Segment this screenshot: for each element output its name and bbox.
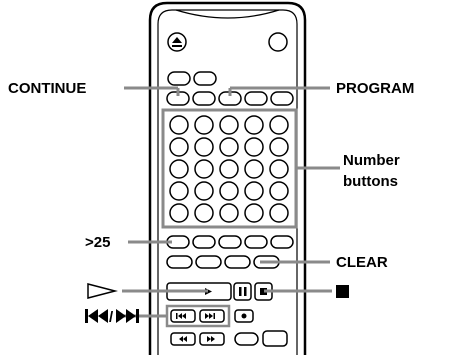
rewind-icon: [179, 336, 187, 342]
number-button[interactable]: [269, 137, 289, 157]
previous-track-icon: [176, 313, 186, 319]
number-button[interactable]: [169, 181, 189, 201]
number-button[interactable]: [169, 115, 189, 135]
number-button[interactable]: [169, 159, 189, 179]
number-button[interactable]: [244, 159, 264, 179]
number-button[interactable]: [244, 115, 264, 135]
fast-forward-button[interactable]: [199, 332, 225, 346]
pause-icon: [239, 287, 247, 296]
row3-button-2[interactable]: [195, 255, 222, 269]
next-track-icon: [205, 313, 215, 319]
remote-body: [148, 1, 307, 355]
row2-button-4[interactable]: [244, 235, 268, 249]
fast-forward-icon: [207, 336, 215, 342]
over25-label: >25: [85, 234, 110, 251]
power-button[interactable]: [268, 32, 288, 52]
small-button-1[interactable]: [167, 71, 191, 86]
clear-label: CLEAR: [336, 254, 388, 271]
row2-button-2[interactable]: [192, 235, 216, 249]
number-button[interactable]: [244, 137, 264, 157]
program-label: PROGRAM: [336, 80, 414, 97]
callout-lines: [122, 86, 340, 318]
number-button[interactable]: [269, 159, 289, 179]
row2-button-5[interactable]: [270, 235, 294, 249]
row-button-4[interactable]: [244, 91, 268, 106]
play-icon: [87, 283, 118, 299]
number-button[interactable]: [244, 181, 264, 201]
number-button[interactable]: [219, 181, 239, 201]
record-button[interactable]: [234, 309, 254, 323]
number-button[interactable]: [219, 137, 239, 157]
number-button[interactable]: [219, 159, 239, 179]
number-button[interactable]: [194, 137, 214, 157]
number-button[interactable]: [194, 159, 214, 179]
continue-label: CONTINUE: [8, 80, 86, 97]
number-button[interactable]: [219, 203, 239, 223]
number-button[interactable]: [219, 115, 239, 135]
number-button[interactable]: [169, 137, 189, 157]
row-button-2[interactable]: [192, 91, 216, 106]
rewind-button[interactable]: [170, 332, 196, 346]
row-button-5[interactable]: [270, 91, 294, 106]
number-button[interactable]: [194, 181, 214, 201]
number-buttons-label-line2: buttons: [343, 173, 398, 190]
next-track-button[interactable]: [199, 309, 225, 323]
bottom-button-3[interactable]: [234, 332, 259, 346]
number-button[interactable]: [269, 181, 289, 201]
pause-button[interactable]: [233, 282, 252, 301]
eject-icon: [172, 37, 182, 47]
eject-button[interactable]: [167, 32, 187, 52]
number-buttons-label-line1: Number: [343, 152, 400, 169]
bottom-button-4[interactable]: [262, 330, 288, 347]
stop-icon: [260, 288, 267, 295]
number-button[interactable]: [169, 203, 189, 223]
previous-track-button[interactable]: [170, 309, 196, 323]
row2-button-3[interactable]: [218, 235, 242, 249]
record-icon: [241, 313, 247, 319]
row3-button-3[interactable]: [224, 255, 251, 269]
number-button[interactable]: [244, 203, 264, 223]
row3-button-1[interactable]: [166, 255, 193, 269]
skip-back-forward-icon: /: [85, 309, 139, 326]
stop-icon: [336, 285, 349, 298]
small-button-2[interactable]: [193, 71, 217, 86]
svg-text:/: /: [109, 309, 114, 326]
number-buttons-grid: [169, 115, 289, 223]
number-button[interactable]: [194, 203, 214, 223]
number-button[interactable]: [269, 203, 289, 223]
number-button[interactable]: [269, 115, 289, 135]
number-button[interactable]: [194, 115, 214, 135]
